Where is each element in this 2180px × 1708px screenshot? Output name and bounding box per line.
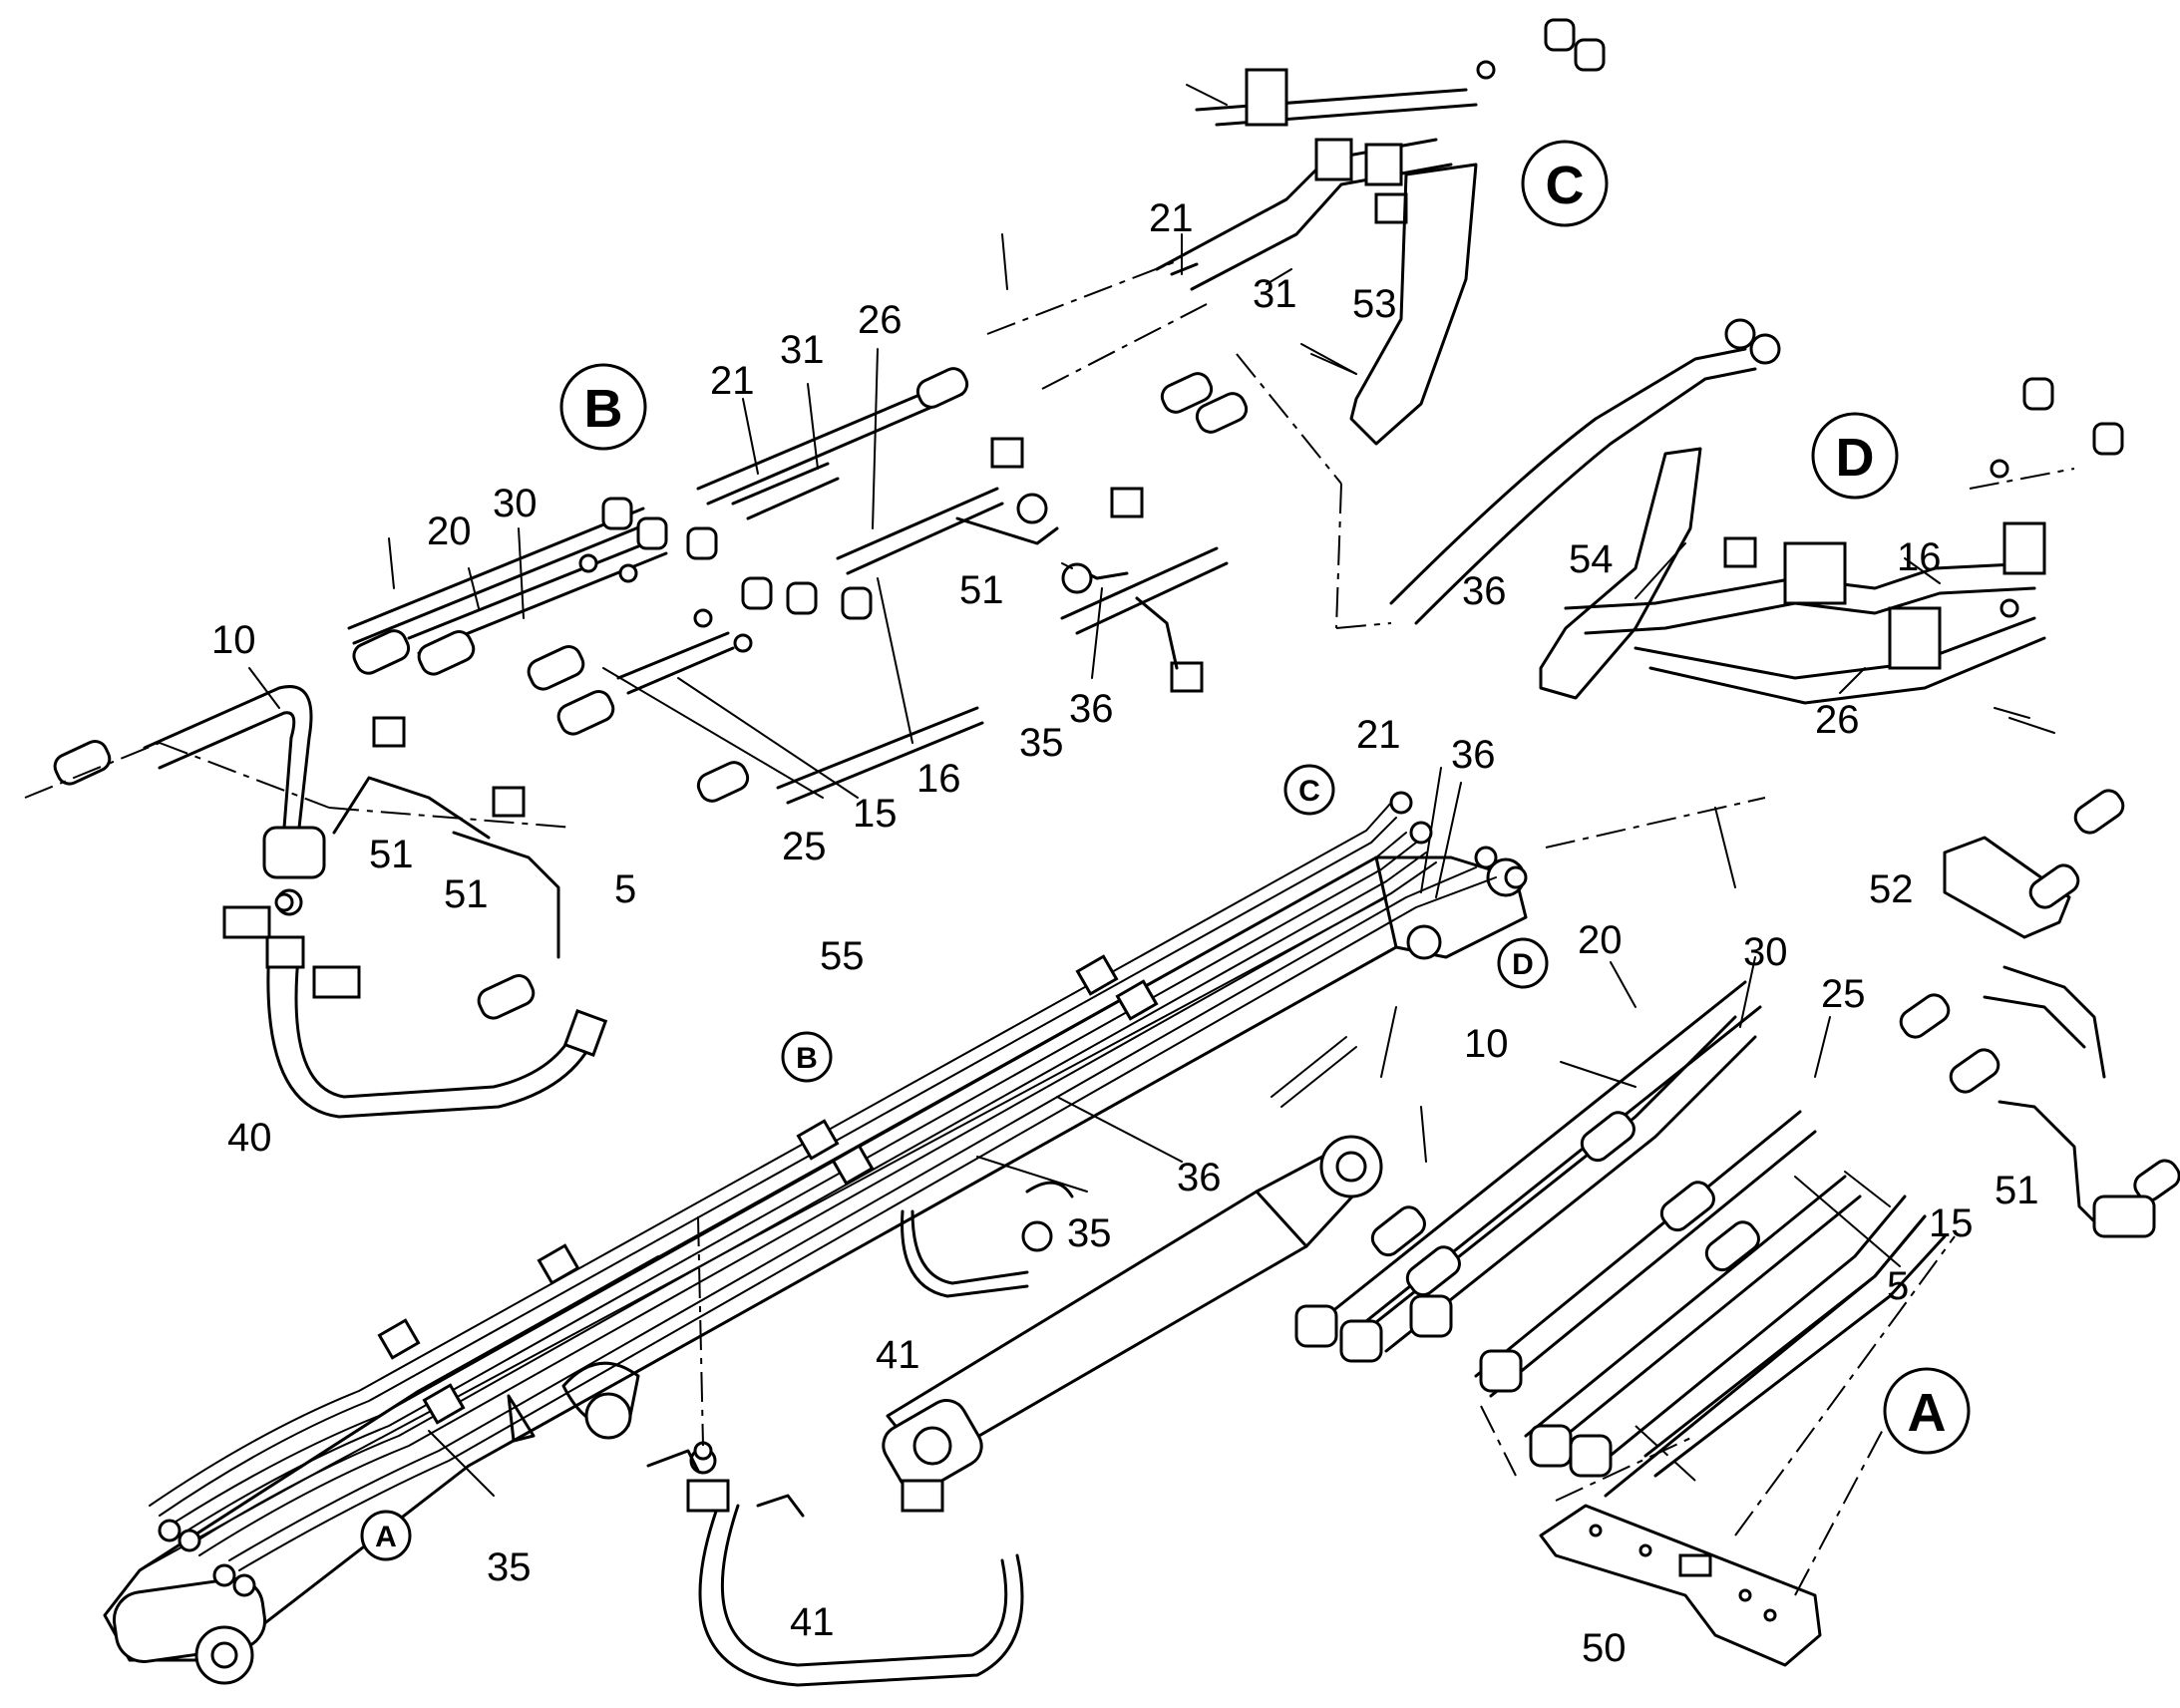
svg-text:C: C <box>1546 156 1585 215</box>
callout-51-b2: 51 <box>369 833 414 876</box>
callout-5-a: 5 <box>1887 1264 1909 1308</box>
callout-21-b: 21 <box>710 359 755 403</box>
callout-53: 53 <box>1352 282 1397 326</box>
callout-52: 52 <box>1869 867 1914 911</box>
callout-51-b3: 51 <box>444 872 489 916</box>
detail-marker-d: D <box>1497 937 1549 989</box>
callout-5-b: 5 <box>614 867 636 911</box>
callout-16-d: 16 <box>1897 535 1942 579</box>
callout-41-lower: 41 <box>790 1600 835 1644</box>
callout-26-d: 26 <box>1815 698 1860 742</box>
svg-text:C: C <box>1298 775 1320 808</box>
assembly-leader-lines <box>24 258 2075 1596</box>
callout-35-foot: 35 <box>487 1545 532 1589</box>
callout-20-a: 20 <box>1578 918 1623 962</box>
callout-35-b: 35 <box>1019 721 1064 765</box>
callout-10-b: 10 <box>211 618 256 662</box>
callout-20-b: 20 <box>427 510 472 553</box>
callout-36-lower: 36 <box>1177 1156 1222 1199</box>
section-d-parts <box>1389 347 2046 705</box>
boom-cylinder <box>882 1036 1383 1513</box>
callout-10-a: 10 <box>1464 1022 1509 1066</box>
callout-30-a: 30 <box>1743 930 1788 974</box>
callout-36-boom: 36 <box>1451 733 1496 777</box>
callout-26-b: 26 <box>858 298 903 342</box>
detail-marker-c: C <box>1283 764 1335 816</box>
hose-41-lower <box>646 1447 1024 1687</box>
section-marker-a: A <box>1883 1367 1971 1455</box>
callout-51-b1: 51 <box>959 568 1004 612</box>
section-marker-c: C <box>1521 140 1609 227</box>
svg-text:A: A <box>375 1521 397 1553</box>
callout-25-b: 25 <box>782 825 827 868</box>
callout-36-c: 36 <box>1462 569 1507 613</box>
hose-41-upper <box>901 1209 1029 1298</box>
callout-leaders <box>248 233 1941 1497</box>
callout-31-b: 31 <box>780 328 825 372</box>
hose-40 <box>265 935 608 1119</box>
callout-51-a: 51 <box>1995 1169 2039 1212</box>
svg-text:B: B <box>584 379 623 439</box>
svg-text:A: A <box>1908 1383 1947 1443</box>
callout-25-a: 25 <box>1821 972 1866 1016</box>
callout-21-boom: 21 <box>1356 713 1401 757</box>
section-a-parts <box>1294 789 2180 1667</box>
svg-text:D: D <box>1836 428 1875 488</box>
callout-40: 40 <box>227 1116 272 1160</box>
part-labels: 21 31 53 26 31 21 20 30 10 51 51 25 15 1… <box>211 196 2039 1670</box>
detail-marker-a: A <box>360 1510 412 1561</box>
section-c-parts <box>1155 68 1478 446</box>
detail-marker-b: B <box>781 1031 833 1083</box>
callout-31-c: 31 <box>1253 272 1297 316</box>
callout-36-b: 36 <box>1069 687 1114 731</box>
pipe-10 <box>143 685 361 999</box>
callout-16-b: 16 <box>916 757 961 801</box>
callout-35-lower: 35 <box>1067 1211 1112 1255</box>
section-marker-b: B <box>559 363 647 451</box>
callout-55: 55 <box>820 934 865 978</box>
section-marker-d: D <box>1811 412 1899 500</box>
boom-assembly <box>103 791 1528 1685</box>
callout-41-upper: 41 <box>876 1333 920 1377</box>
section-b-parts <box>53 18 2124 1461</box>
callout-15-a: 15 <box>1929 1201 1974 1245</box>
callout-21-c: 21 <box>1149 196 1194 240</box>
svg-text:D: D <box>1512 948 1534 981</box>
callout-54: 54 <box>1569 537 1614 581</box>
callout-50: 50 <box>1582 1626 1627 1670</box>
callout-15-b: 15 <box>853 792 898 836</box>
callout-30-b: 30 <box>493 482 538 525</box>
svg-text:B: B <box>796 1042 818 1075</box>
